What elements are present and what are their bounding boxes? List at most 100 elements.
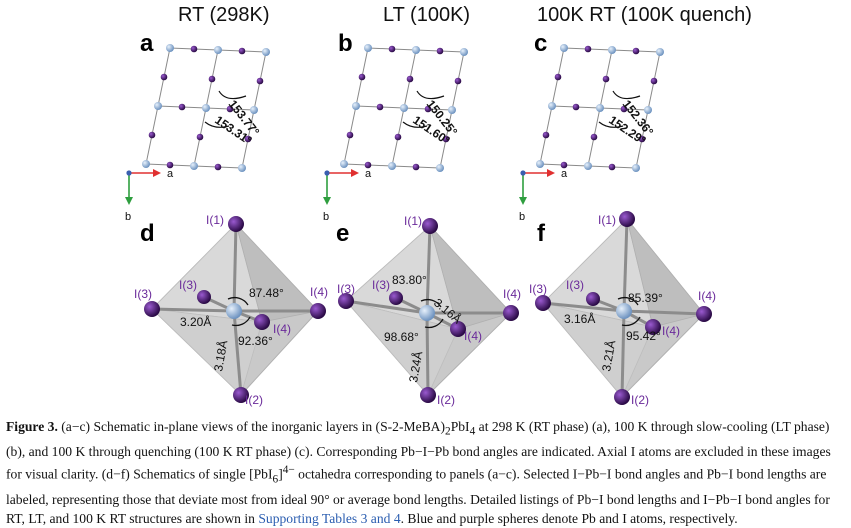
i-atom [424,105,432,113]
i-pb-i-angle-label: 87.48° [249,286,284,300]
pb-i-bond [241,138,249,169]
i-atom [602,75,610,83]
i-pb-i-angle-label: 92.36° [238,334,273,348]
pb-i-bond [551,105,577,108]
pb-i-bond [439,50,465,53]
i2-label: I(2) [631,393,649,407]
octahedron-0: I(1)I(2)I(3)I(3)I(4)I(4)87.48°92.36°3.20… [134,213,328,407]
octahedron-1: I(1)I(2)I(3)I(3)I(4)I(4)83.80°98.68°3.16… [337,214,521,407]
pb-i-bond [193,48,219,51]
pb-atom [412,46,420,54]
pb-atom [190,162,198,170]
pb-atom [238,164,246,172]
i-atom [586,292,600,306]
i-atom [412,163,420,171]
axis-b-arrowhead [125,197,133,205]
i1-label: I(1) [404,214,422,228]
pb-i-bond [415,49,441,52]
i-atom [503,305,519,321]
pb-i-bond [391,165,417,168]
i-pb-i-angle-label: 98.68° [384,330,419,344]
supporting-tables-link[interactable]: Supporting Tables 3 and 4 [258,511,401,527]
i-atom [338,293,354,309]
pb-i-bond [247,109,255,140]
pb-i-bond [611,166,637,169]
pb-i-bond [409,49,417,80]
pb-atom [352,102,360,110]
pb-i-bond [611,49,637,52]
figure-caption: Figure 3. (a−c) Schematic in-plane views… [6,417,846,528]
pb-i-bond-length-label: 3.16Å [564,311,595,326]
pb-i-bond [217,49,243,52]
pb-i-bond [253,80,261,111]
i1-label: I(1) [598,213,616,227]
pb-i-bond [539,163,565,166]
i-atom [233,387,249,403]
pb-atom [202,104,210,112]
i-atom [208,75,216,83]
pb-atom [616,303,632,319]
angle-arc [402,121,428,128]
i2-label: I(2) [437,393,455,407]
pb-i-bond [605,49,613,80]
axis-a-arrowhead [153,169,161,177]
i-atom [364,161,372,169]
angle-arc [621,316,641,327]
i-pb-i-angle-label: 83.80° [392,273,427,287]
angle-arc [231,316,251,327]
i4-label: I(4) [503,287,521,301]
pb-i-bond [587,136,595,167]
axis-a-arrowhead [547,169,555,177]
pb-i-bond [199,107,207,138]
i-atom [650,77,658,85]
panel-label-a: a [140,30,154,57]
i-atom [376,103,384,111]
angle-arc [612,90,641,100]
axis-b-arrowhead [323,197,331,205]
i-atom [542,131,550,139]
i-atom [190,45,198,53]
i-atom [608,163,616,171]
pb-i-bond [622,218,629,312]
pb-i-bond [145,163,171,166]
i-atom [148,131,156,139]
octahedron-face [541,302,654,398]
i3-back-label: I(3) [179,278,197,292]
angle-arc [218,90,247,100]
angle-arc [204,121,230,128]
pb-i-bond [391,48,417,51]
figure-3-graphic: 153.77°153.31°ab150.25°151.60°ab152.36°1… [125,44,716,407]
pb-atom [226,303,242,319]
pb-i-bond [563,47,589,50]
i-atom [196,133,204,141]
pb-i-bond [259,51,267,82]
pb-atom [400,104,408,112]
pb-atom [419,305,435,321]
caption-text-3: at 298 K (RT phase) (a), 100 K through s… [6,419,831,482]
angle-arc [227,296,249,306]
caption-text-2: PbI [450,419,470,434]
pb-i-bond [425,225,432,314]
pb-i-bond [151,105,159,136]
angle-arc [598,121,624,128]
i-atom [256,77,264,85]
pb-i-bond [641,109,649,140]
pb-atom [460,48,468,56]
pb-i-bond [425,312,430,396]
pb-i-bond [557,47,565,78]
pb-i-bond [647,80,655,111]
panel-label-f: f [537,220,545,247]
pb-i-bond [355,76,363,107]
caption-sup-1: 4− [282,464,295,477]
i-pb-i-angle-label: 85.39° [628,291,663,305]
panel-label-d: d [140,220,155,247]
pb-i-bond [367,164,393,167]
pb-i-bond [542,301,625,313]
axis-a-arrowhead [351,169,359,177]
panel-label-c: c [534,30,548,57]
pb-i-bond [157,76,165,107]
octahedron-face [429,225,512,330]
pb-atom [436,164,444,172]
caption-sub-2: 4 [469,425,476,438]
pb-i-bond [635,50,661,53]
